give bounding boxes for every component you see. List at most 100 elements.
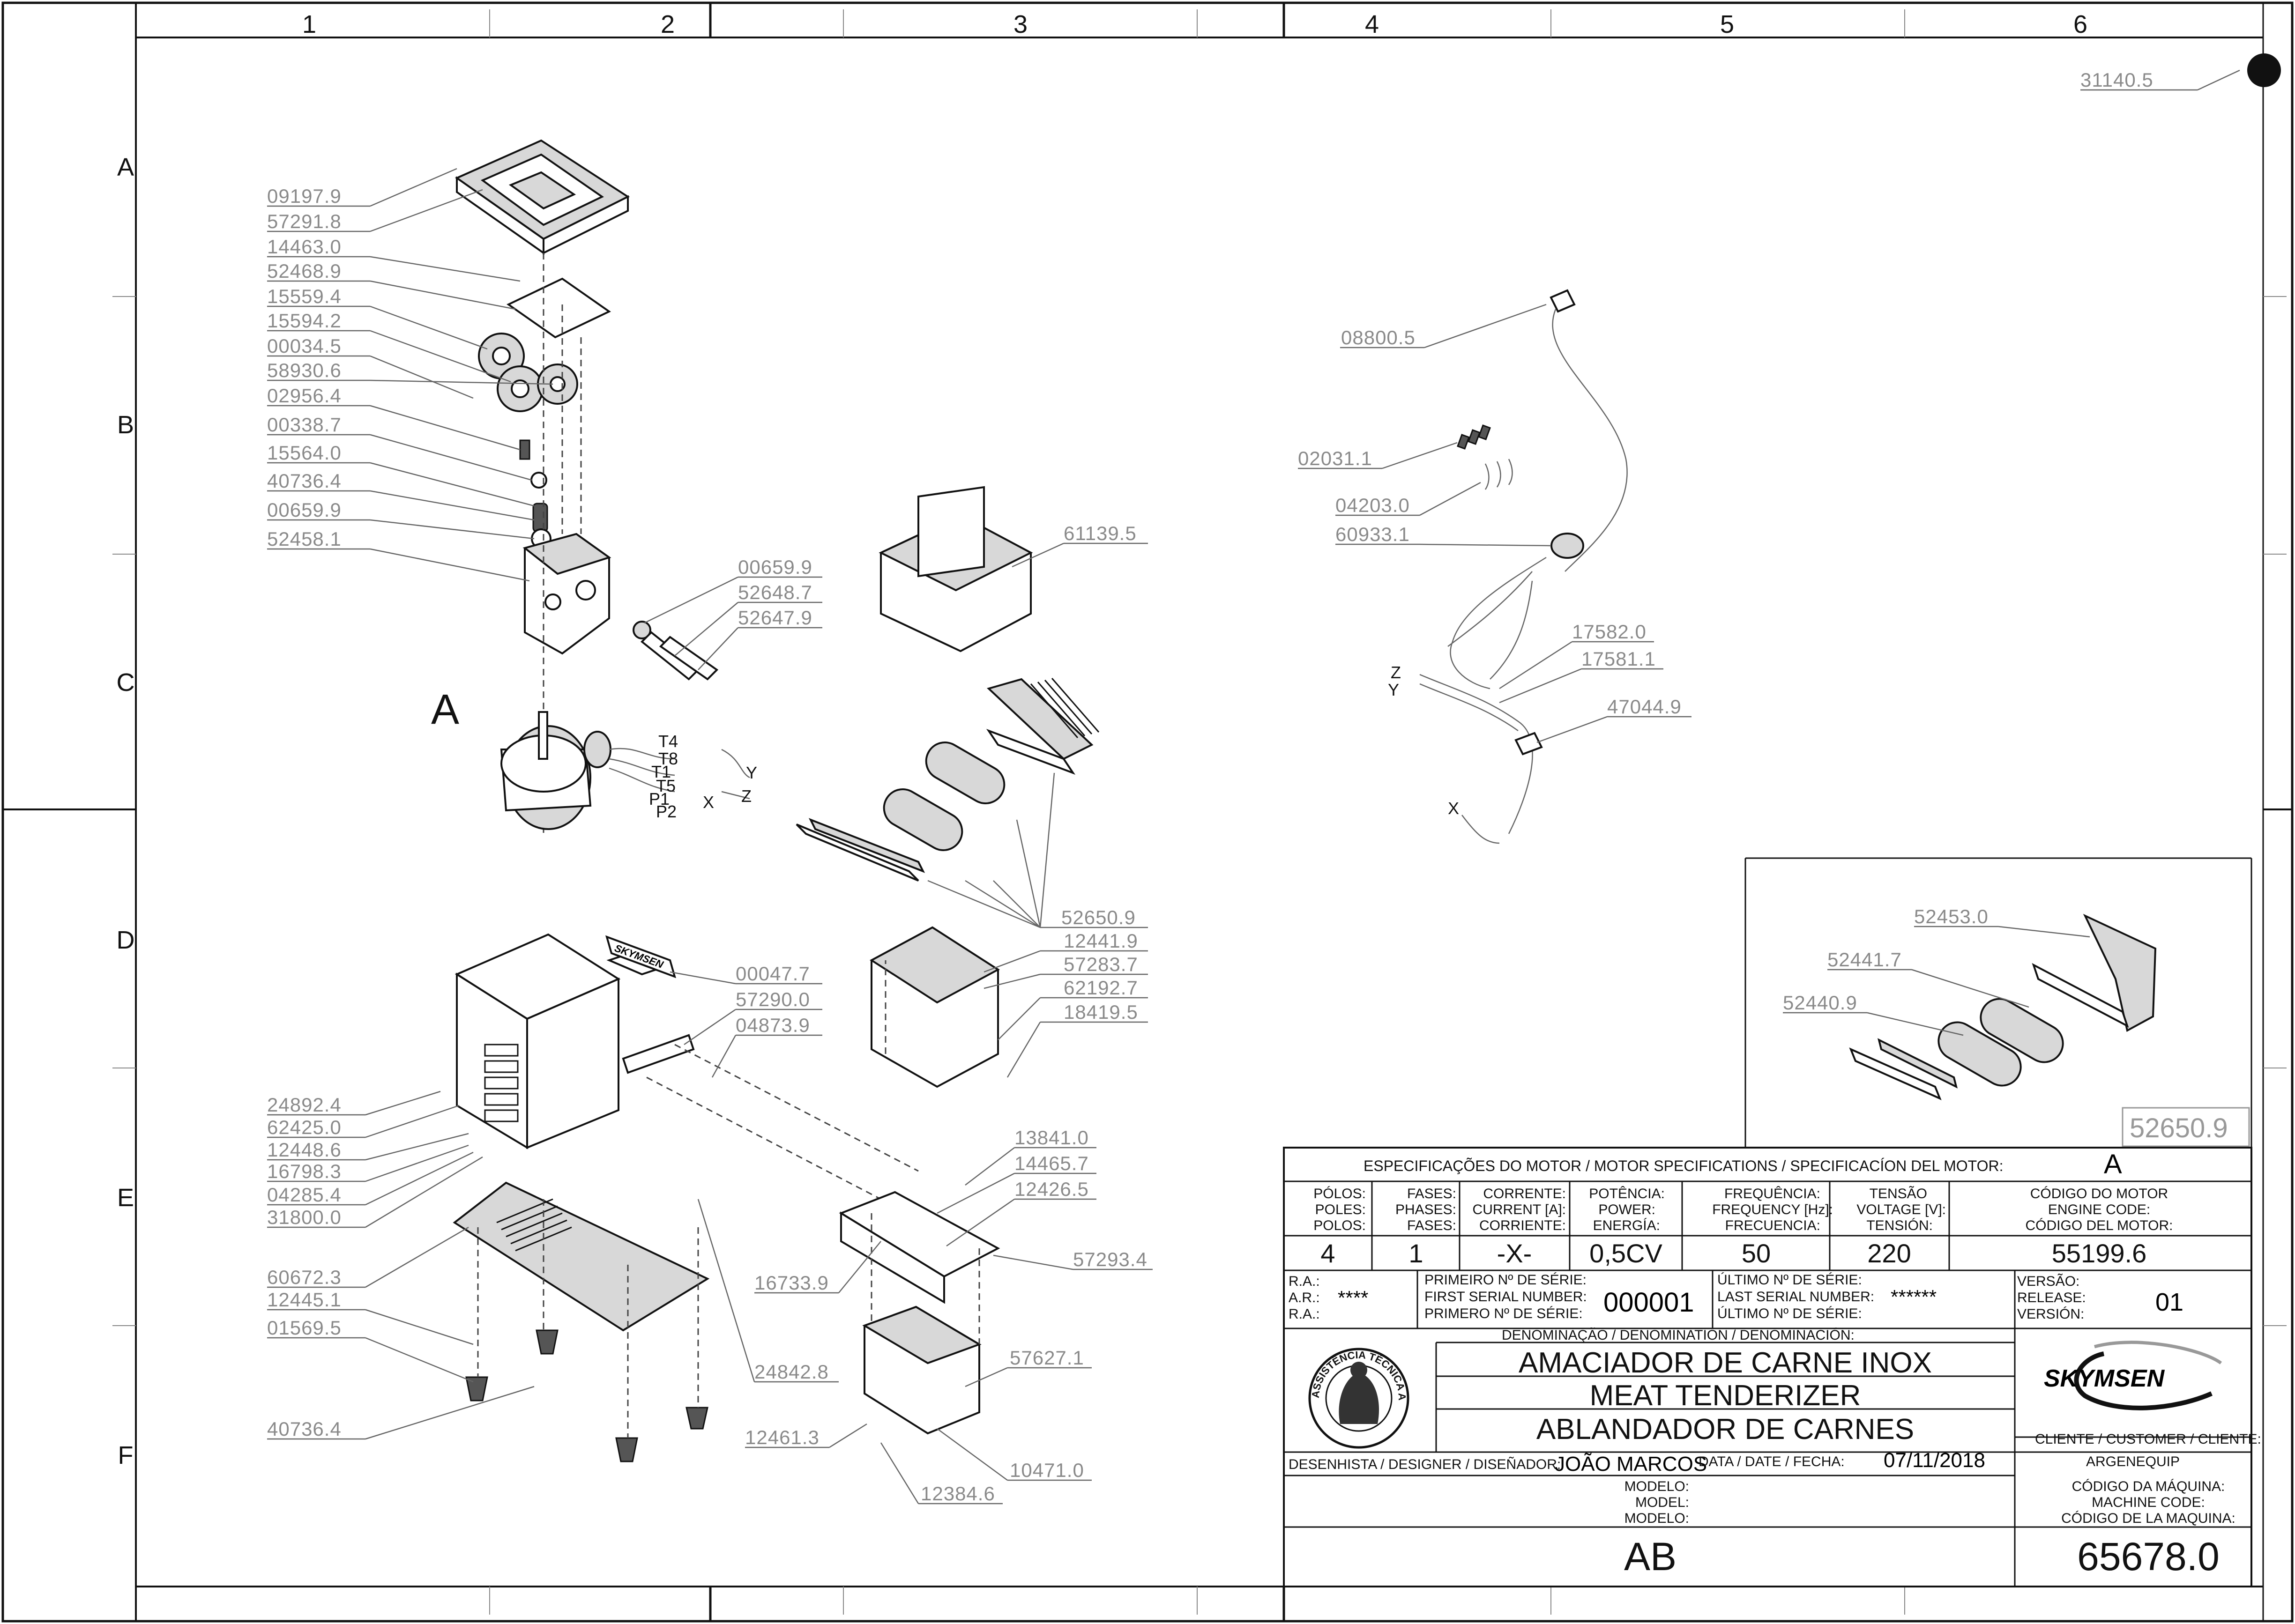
first-serial-label: PRIMERO Nº DE SÉRIE:	[1424, 1306, 1583, 1321]
spec-label: CÓDIGO DEL MOTOR:	[2025, 1218, 2173, 1233]
motor-wire-label: T5	[656, 776, 676, 795]
spec-label: CORRIENTE:	[1479, 1218, 1566, 1233]
part-number: 12441.9	[1064, 930, 1138, 952]
part-number: 62192.7	[1064, 977, 1138, 999]
part-number: 04285.4	[267, 1184, 342, 1206]
callouts-middle	[670, 542, 1153, 1505]
model-value: AB	[1624, 1535, 1677, 1579]
spec-label: FREQUÊNCIA:	[1724, 1186, 1820, 1201]
skymsen-logo: SKYMSEN	[2044, 1341, 2222, 1410]
spec-value-engine-code: 55199.6	[2052, 1238, 2146, 1268]
part-number: 57290.0	[736, 988, 810, 1010]
version-label: VERSÃO:	[2017, 1273, 2079, 1289]
spec-label: CURRENT [A]:	[1473, 1202, 1566, 1217]
cabinet-assembly	[453, 933, 919, 1462]
part-number: 57293.4	[1073, 1248, 1148, 1270]
motor-wire-label: T1	[651, 762, 671, 781]
detail-reference-box	[2122, 1107, 2250, 1147]
spec-label: VOLTAGE [V]:	[1856, 1202, 1946, 1217]
spec-label: FASES:	[1407, 1186, 1456, 1201]
callouts-electrical	[1298, 304, 1691, 743]
brand-logo-text: SKYMSEN	[2044, 1365, 2165, 1392]
part-number: 52650.9	[1061, 906, 1136, 928]
first-serial-value: 000001	[1603, 1287, 1694, 1318]
spec-label: ENGINE CODE:	[2048, 1202, 2150, 1217]
last-serial-label: LAST SERIAL NUMBER:	[1717, 1289, 1874, 1305]
motor-spec-header: ESPECIFICAÇÕES DO MOTOR / MOTOR SPECIFIC…	[1364, 1157, 2004, 1174]
motor-wire-label: P1	[649, 789, 670, 808]
spec-value-power: 0,5CV	[1589, 1238, 1662, 1268]
part-number: 10471.0	[1010, 1459, 1084, 1481]
part-number: 12461.3	[745, 1426, 820, 1448]
designer-value: JOÃO MARCOS	[1555, 1452, 1707, 1476]
harness-wire-label: Z	[1391, 663, 1401, 682]
part-number: 24892.4	[267, 1094, 342, 1116]
machine-code-value: 65678.0	[2077, 1535, 2220, 1579]
machine-code-label: CÓDIGO DE LA MAQUINA:	[2061, 1511, 2235, 1526]
part-number: 17581.1	[1581, 648, 1656, 670]
spec-value-current: -X-	[1497, 1238, 1532, 1268]
first-serial-label: FIRST SERIAL NUMBER:	[1424, 1289, 1587, 1305]
part-number: 15594.2	[267, 310, 342, 332]
spec-label: POLES:	[1315, 1202, 1366, 1217]
column-label: 2	[661, 10, 675, 38]
client-value: ARGENEQUIP	[2086, 1454, 2180, 1469]
part-number: 40736.4	[267, 470, 342, 492]
part-number: 60672.3	[267, 1266, 342, 1288]
motor-wire-label: T8	[658, 749, 678, 768]
callouts-detail	[1783, 926, 2090, 1036]
spec-label: FASES:	[1407, 1218, 1456, 1233]
part-number: 40736.4	[267, 1418, 342, 1440]
spec-label: TENSÃO	[1870, 1186, 1927, 1201]
spec-label: FRECUENCIA:	[1725, 1218, 1820, 1233]
ra-value: ****	[1338, 1287, 1368, 1309]
part-number: 12448.6	[267, 1139, 342, 1161]
motor-wire-label: T4	[658, 732, 678, 751]
spec-value-phases: 1	[1408, 1238, 1423, 1268]
spec-label: POLOS:	[1313, 1218, 1366, 1233]
top-cover-assembly	[455, 139, 719, 834]
ra-label: R.A.:	[1289, 1306, 1320, 1322]
spec-label: CORRENTE:	[1483, 1186, 1566, 1201]
part-number: 14463.0	[267, 236, 342, 258]
part-number: 04873.9	[736, 1014, 810, 1036]
part-number: 17582.0	[1572, 621, 1647, 643]
row-label: D	[117, 926, 135, 954]
date-value: 07/11/2018	[1884, 1449, 1985, 1472]
detail-reference: 52650.9	[2130, 1113, 2228, 1143]
part-number: 18419.5	[1064, 1001, 1138, 1023]
spec-label: ENERGÍA:	[1593, 1218, 1660, 1233]
part-number: 58930.6	[267, 359, 342, 381]
part-number: 52453.0	[1914, 905, 1989, 927]
part-number: 52440.9	[1783, 992, 1857, 1014]
part-number: 13841.0	[1014, 1127, 1089, 1149]
part-number: 57283.7	[1064, 953, 1138, 975]
name-en: MEAT TENDERIZER	[1590, 1379, 1861, 1412]
part-number: 00659.9	[267, 499, 342, 521]
motor-wire-group: Y	[746, 763, 757, 782]
name-pt: AMACIADOR DE CARNE INOX	[1519, 1347, 1932, 1379]
spec-label: PHASES:	[1395, 1202, 1456, 1217]
model-label: MODEL:	[1635, 1495, 1689, 1510]
motor-wire-label: P2	[656, 802, 677, 821]
client-label: CLIENTE / CUSTOMER / CLIENTE:	[2035, 1431, 2261, 1447]
row-label: A	[117, 153, 134, 181]
motor-wire-group: X	[703, 793, 714, 812]
part-number: 02031.1	[1298, 447, 1372, 469]
last-serial-value: ******	[1891, 1286, 1937, 1308]
part-number: 09197.9	[267, 185, 342, 207]
part-number: 00034.5	[267, 335, 342, 357]
part-number: 47044.9	[1607, 696, 1682, 718]
model-label: MODELO:	[1624, 1479, 1689, 1494]
ra-label: R.A.:	[1289, 1274, 1320, 1289]
spec-label: POWER:	[1598, 1202, 1655, 1217]
spec-label: FREQUENCY [Hz]:	[1712, 1202, 1833, 1217]
part-number: 00659.9	[738, 556, 812, 578]
machine-code-label: CÓDIGO DA MÁQUINA:	[2072, 1479, 2225, 1494]
designer-label: DESENHISTA / DESIGNER / DISEÑADOR:	[1289, 1456, 1561, 1472]
date-label: DATA / DATE / FECHA:	[1699, 1454, 1845, 1469]
callouts-left	[267, 168, 553, 582]
part-number: 61139.5	[1064, 522, 1137, 544]
